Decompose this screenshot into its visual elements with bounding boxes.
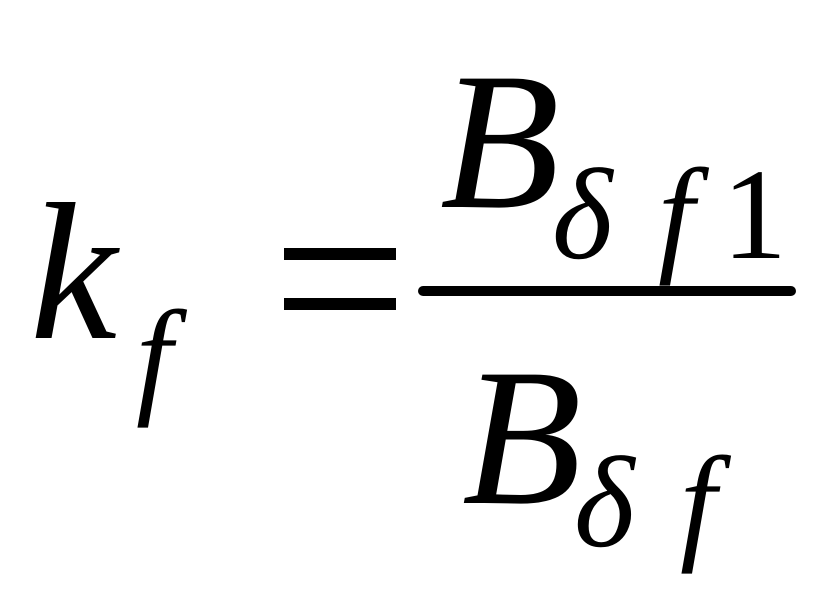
numerator-subscript-index: 1 bbox=[722, 143, 787, 287]
denominator-subscript-delta: δ bbox=[574, 431, 635, 575]
lhs-symbol: k bbox=[30, 164, 117, 381]
numerator-subscript-delta: δ bbox=[552, 143, 613, 287]
equals-sign-top-bar bbox=[284, 248, 396, 260]
numerator-subscript-f: f bbox=[658, 143, 695, 287]
fraction-bar bbox=[418, 286, 796, 296]
equals-sign-bottom-bar bbox=[284, 298, 396, 310]
numerator-symbol: B bbox=[440, 33, 560, 250]
lhs-subscript: f bbox=[136, 285, 173, 429]
denominator-symbol: B bbox=[462, 329, 582, 546]
denominator-subscript-f: f bbox=[680, 431, 717, 575]
